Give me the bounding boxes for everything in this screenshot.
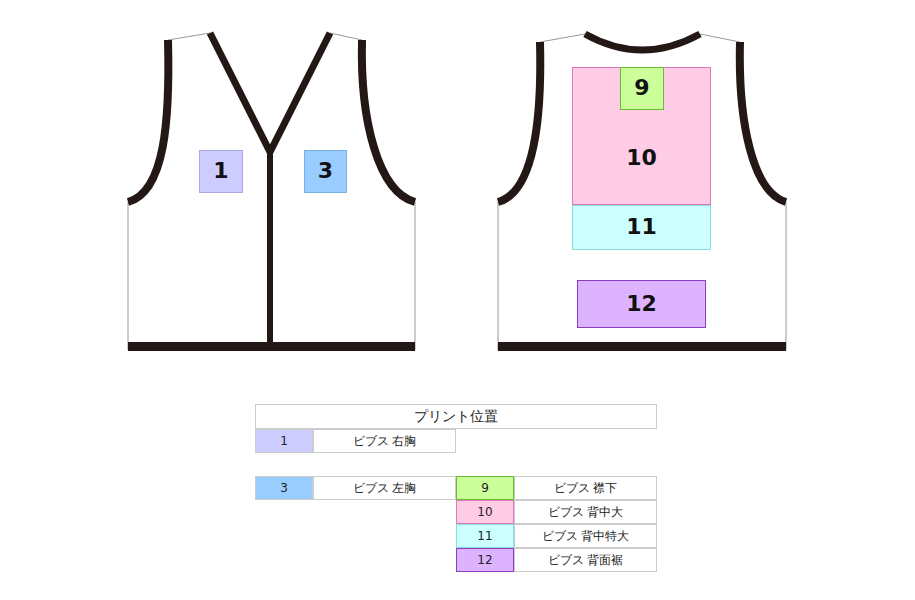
front-vest [128,33,415,351]
callout-number: 12 [626,291,657,317]
callout-number: 1 [213,158,228,184]
print-area: 11 [572,205,711,250]
callout-number: 10 [626,145,657,171]
callout-number: 11 [626,214,657,240]
print-area: 12 [577,280,706,328]
table-cell: 11 [456,524,514,548]
table-cell: 1 [255,429,313,453]
table-cell: 9 [456,476,514,500]
table-cell: 10 [456,500,514,524]
back-vest [498,34,786,351]
table-cell: ビブス 右胸 [313,429,456,453]
print-area: 10 9 [572,67,711,205]
print-area: 3 [304,150,347,193]
callout-number: 9 [634,75,649,101]
table-cell: ビブス 左胸 [313,476,456,500]
table-header: プリント位置 [255,404,657,429]
table-cell: ビブス 背中大 [514,500,657,524]
callout-number: 3 [318,158,333,184]
table-cell: ビブス 背中特大 [514,524,657,548]
print-area: 9 [620,67,664,110]
table-cell: 3 [255,476,313,500]
table-cell: ビブス 背面裾 [514,548,657,572]
table-cell: ビブス 襟下 [514,476,657,500]
table-cell: 12 [456,548,514,572]
print-area: 1 [199,150,243,193]
